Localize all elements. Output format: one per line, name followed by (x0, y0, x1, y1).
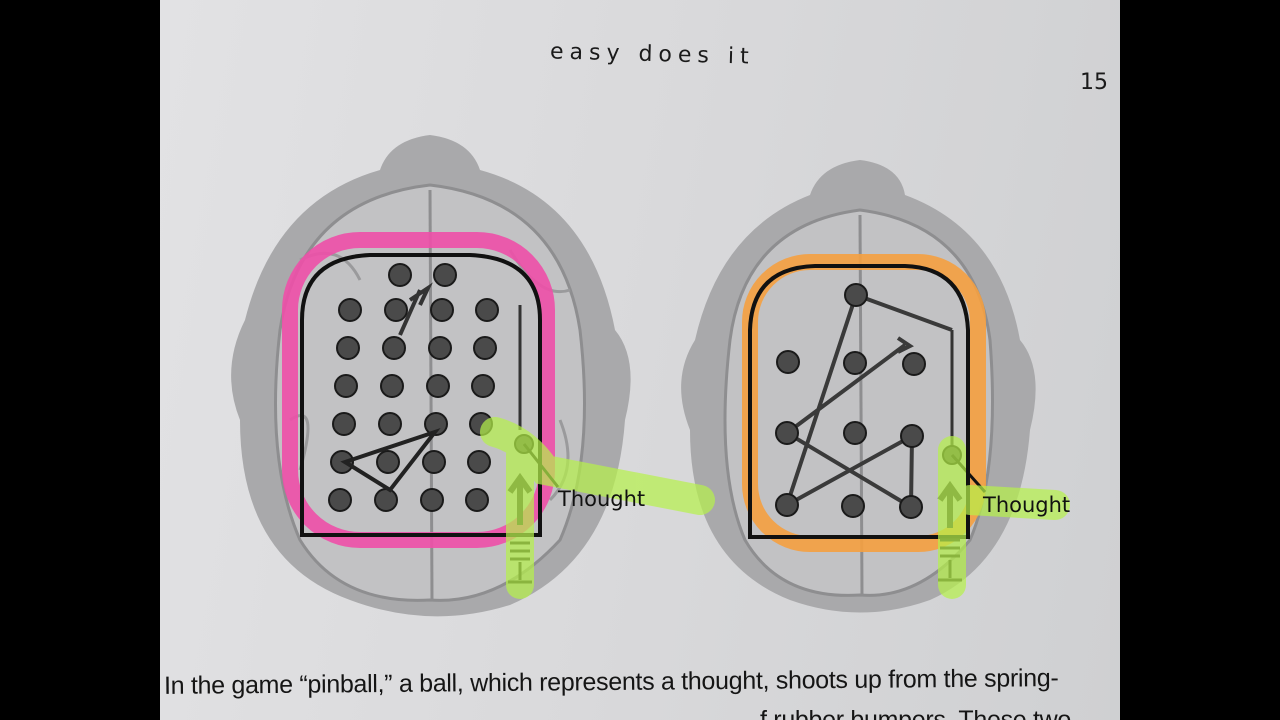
thought-highlight (480, 417, 1070, 599)
bumper-dot (841, 494, 865, 518)
bumper-dot (420, 488, 444, 512)
bumper-dot (426, 374, 450, 398)
bumper-dot (843, 351, 867, 375)
left-thought-label: Thought (557, 487, 645, 511)
bumper-dot (467, 450, 491, 474)
bumper-dot (328, 488, 352, 512)
bumper-dot (422, 450, 446, 474)
book-page: easy does it 15 (160, 0, 1120, 720)
bumper-dot (900, 424, 924, 448)
bumper-dot (336, 336, 360, 360)
bumper-dot (775, 493, 799, 517)
bumper-dot (424, 412, 448, 436)
bumper-dot (475, 298, 499, 322)
bumper-dot (843, 421, 867, 445)
bumper-dot (388, 263, 412, 287)
bumper-dot (380, 374, 404, 398)
bumper-dot (332, 412, 356, 436)
page-number: 15 (1080, 70, 1108, 95)
bumper-dot (775, 421, 799, 445)
bumper-dot (776, 350, 800, 374)
bumper-dot (471, 374, 495, 398)
bumper-dot (384, 298, 408, 322)
right-thought-label: Thought (982, 493, 1070, 517)
bumper-dot (433, 263, 457, 287)
right-brain (681, 160, 1036, 613)
bumper-dot (465, 488, 489, 512)
body-text-line-1: In the game “pinball,” a ball, which rep… (163, 664, 1059, 700)
bumper-dot (844, 283, 868, 307)
left-brain (231, 135, 631, 617)
bumper-dot (473, 336, 497, 360)
bumper-dot (378, 412, 402, 436)
bumper-dot (428, 336, 452, 360)
body-text-line-2-partial: f rubber bumpers. These two (760, 706, 1072, 720)
bumper-dot (374, 488, 398, 512)
bumper-dot (382, 336, 406, 360)
bumper-dot (899, 495, 923, 519)
pinball-brain-illustration: Thought Thought (231, 135, 1070, 617)
bumper-dot (376, 450, 400, 474)
bumper-dot (430, 298, 454, 322)
bumper-dot (334, 374, 358, 398)
bumper-dot (902, 352, 926, 376)
bumper-dot (338, 298, 362, 322)
